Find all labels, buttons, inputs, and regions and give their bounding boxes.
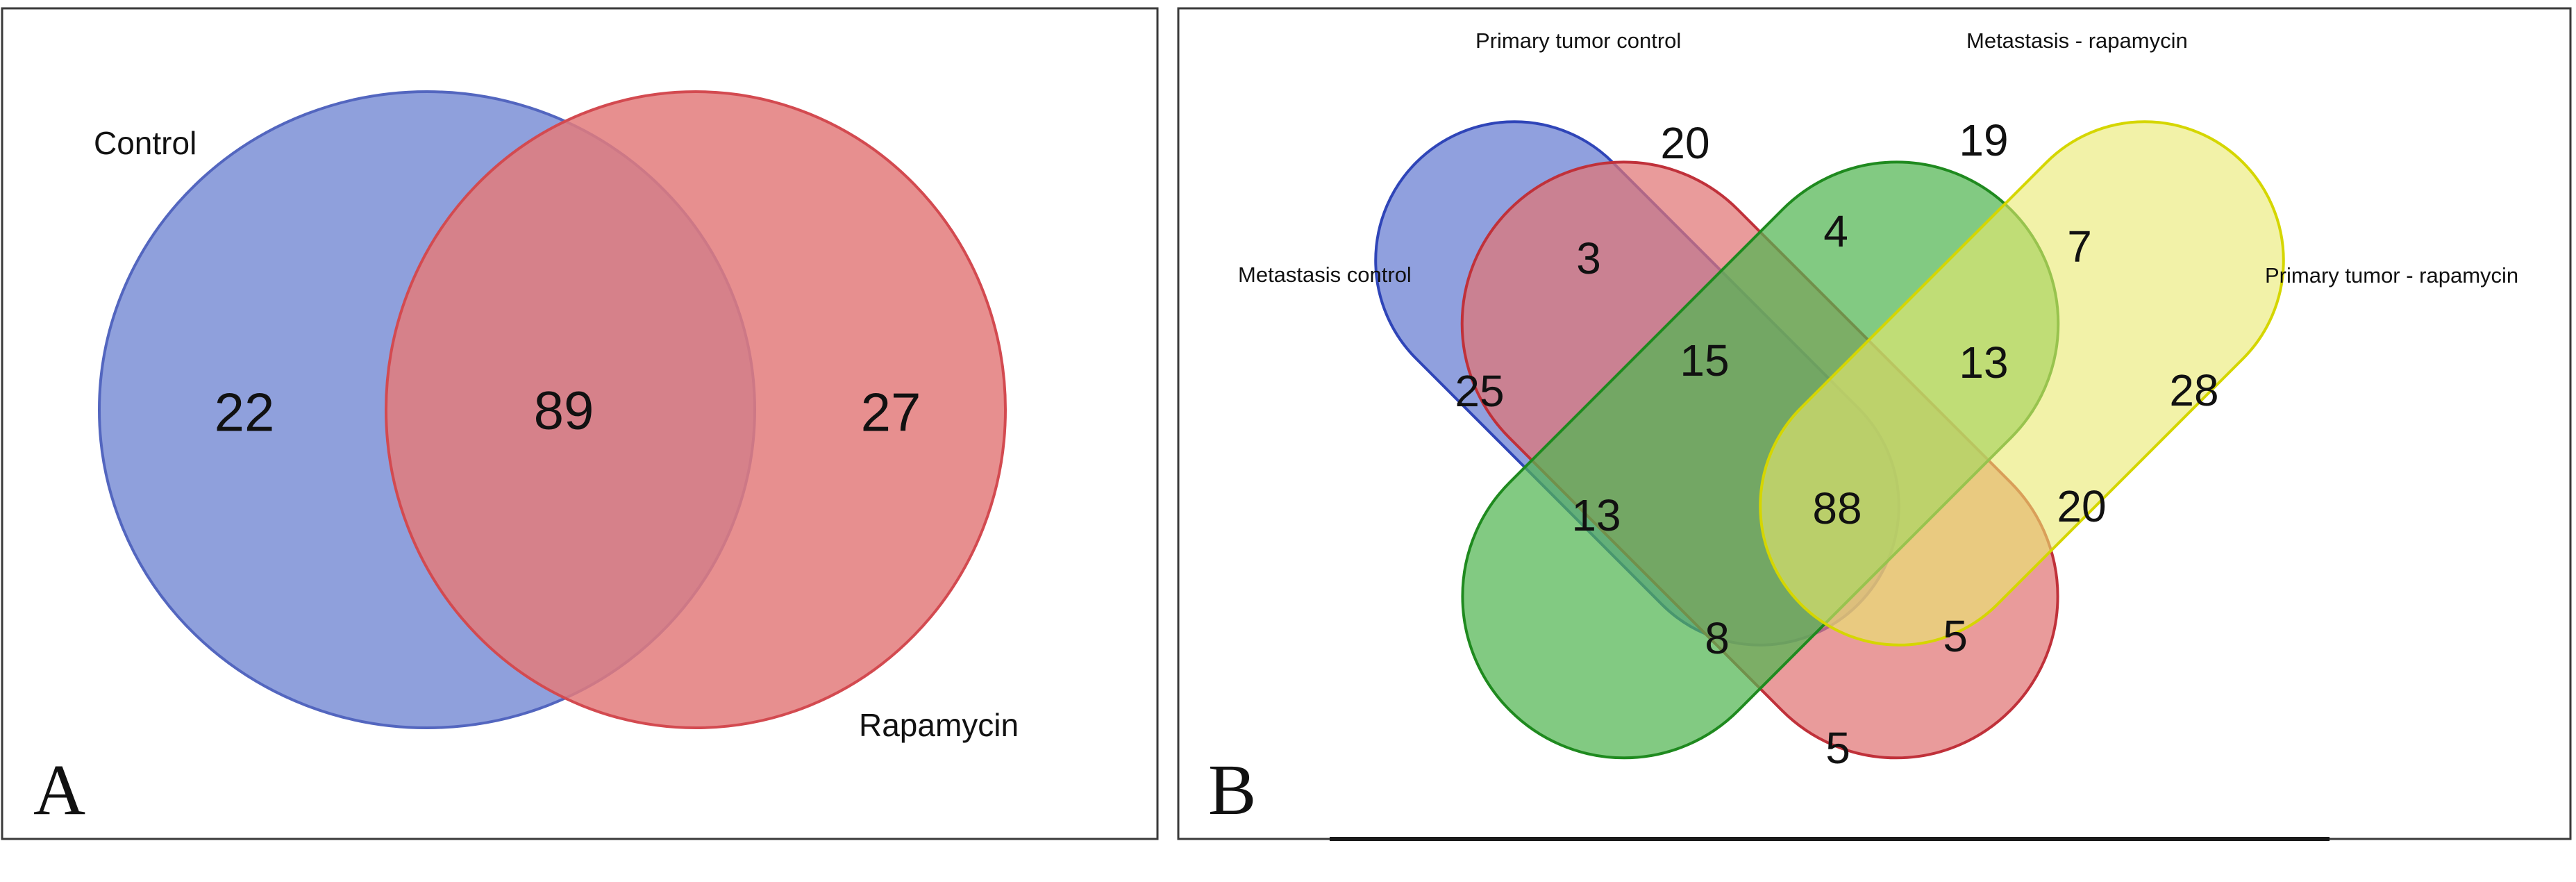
region-count: 5	[1825, 723, 1850, 773]
region-count: 22	[215, 382, 275, 443]
region-count: 25	[1455, 366, 1504, 416]
region-count: 13	[1959, 338, 2008, 388]
panel-letter-a: A	[33, 750, 85, 830]
region-count: 20	[1660, 118, 1709, 168]
region-count: 15	[1680, 335, 1729, 385]
region-count: 89	[534, 380, 594, 441]
set-label-control: Control	[94, 125, 196, 161]
panel-letter-b: B	[1208, 750, 1256, 830]
region-count: 27	[861, 382, 921, 443]
panel-b: Primary tumor control Metastasis - rapam…	[1177, 7, 2572, 841]
set-label-metastasis-rapamycin: Metastasis - rapamycin	[1966, 28, 2188, 53]
region-count: 4	[1823, 206, 1848, 256]
region-count: 7	[2067, 222, 2092, 272]
set-label-rapamycin: Rapamycin	[859, 707, 1019, 743]
region-count: 8	[1705, 613, 1730, 663]
region-count: 3	[1576, 233, 1601, 283]
set-shape-primary-tumor-rapamycin	[1759, 120, 2285, 647]
region-count: 28	[2169, 365, 2218, 415]
set-ellipse-rapamycin	[385, 90, 1007, 729]
region-count: 5	[1943, 611, 1968, 661]
region-count: 88	[1812, 483, 1862, 533]
region-count: 20	[2057, 481, 2106, 531]
set-label-primary-tumor-rapamycin: Primary tumor - rapamycin	[2265, 263, 2518, 288]
set-label-metastasis-control: Metastasis control	[1238, 263, 1412, 287]
region-count: 13	[1571, 490, 1621, 540]
panel-a: Control Rapamycin 22 89 27 A	[1, 7, 1159, 840]
region-count: 19	[1959, 115, 2008, 165]
set-label-primary-tumor-control: Primary tumor control	[1475, 28, 1681, 53]
